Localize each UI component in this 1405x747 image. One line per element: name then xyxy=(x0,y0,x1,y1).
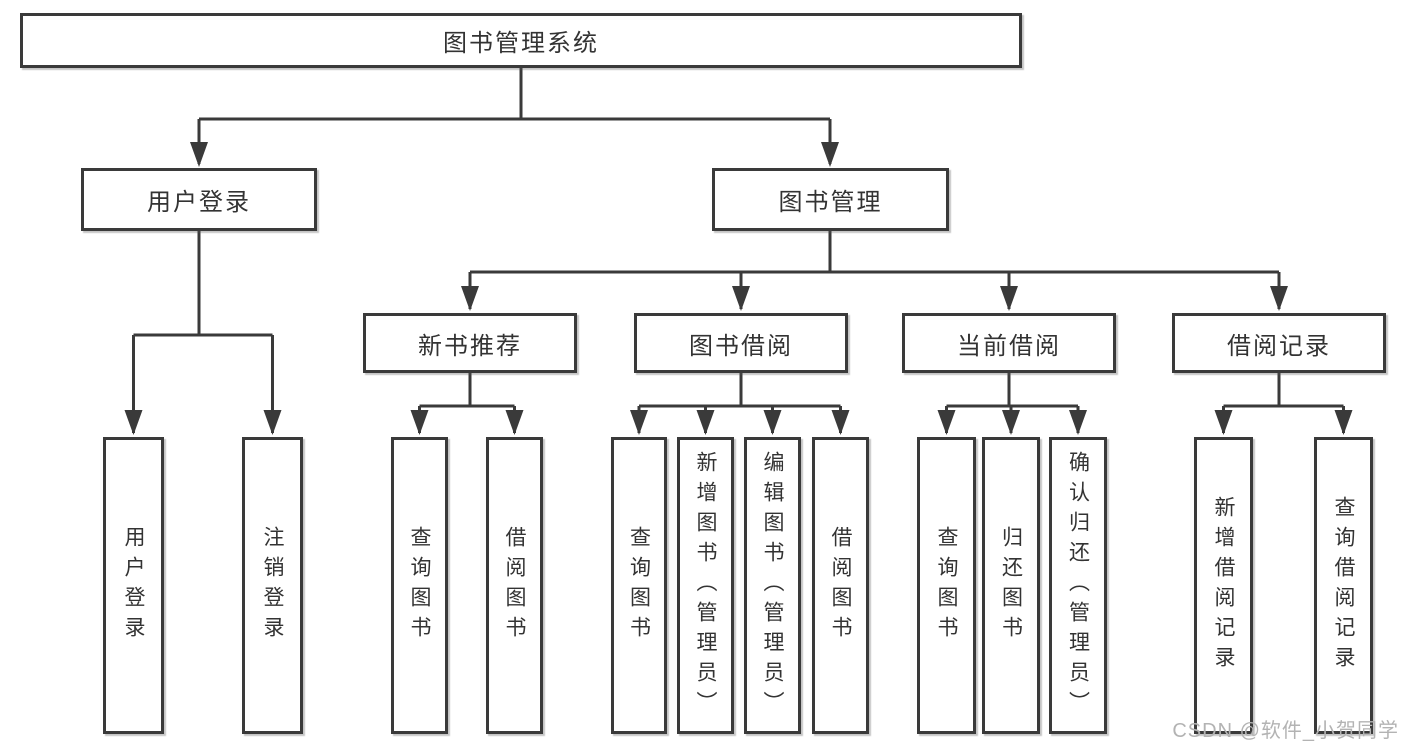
leaf-borrow-books-recommend: 借阅图书 xyxy=(486,437,543,734)
node-label: 新书推荐 xyxy=(418,332,522,360)
node-borrow-records: 借阅记录 xyxy=(1172,313,1386,373)
node-label: 图书管理 xyxy=(778,189,883,216)
arrowheads xyxy=(124,142,1353,435)
node-label: 确认归还（管理员） xyxy=(1066,450,1090,721)
node-label: 查询图书 xyxy=(935,525,958,646)
leaf-query-books-current: 查询图书 xyxy=(917,437,976,734)
node-label: 借阅图书 xyxy=(503,525,526,646)
node-current-borrow: 当前借阅 xyxy=(902,313,1116,373)
leaf-add-book-admin: 新增图书（管理员） xyxy=(677,437,734,734)
node-label: 图书借阅 xyxy=(689,332,793,360)
leaf-add-borrow-record: 新增借阅记录 xyxy=(1194,437,1253,734)
node-label: 借阅图书 xyxy=(829,525,852,646)
node-label: 查询图书 xyxy=(627,525,651,646)
node-new-book-recommend: 新书推荐 xyxy=(363,313,577,373)
leaf-edit-book-admin: 编辑图书（管理员） xyxy=(744,437,801,734)
node-book-borrow: 图书借阅 xyxy=(634,313,848,373)
node-book-management: 图书管理 xyxy=(712,168,949,231)
leaf-user-login: 用户登录 xyxy=(103,437,164,734)
node-label: 新增借阅记录 xyxy=(1212,495,1235,676)
node-user-login: 用户登录 xyxy=(81,168,317,231)
node-label: 编辑图书（管理员） xyxy=(761,450,784,721)
node-label: 归还图书 xyxy=(999,525,1023,646)
leaf-return-book: 归还图书 xyxy=(982,437,1040,734)
node-library-management-system: 图书管理系统 xyxy=(20,13,1022,68)
leaf-query-books-recommend: 查询图书 xyxy=(391,437,448,734)
leaf-query-borrow-record: 查询借阅记录 xyxy=(1314,437,1373,734)
node-label: 查询借阅记录 xyxy=(1332,495,1355,676)
node-label: 借阅记录 xyxy=(1227,332,1331,360)
leaf-logout: 注销登录 xyxy=(242,437,303,734)
node-label: 新增图书（管理员） xyxy=(694,450,717,721)
node-label: 图书管理系统 xyxy=(443,30,599,57)
csdn-watermark: CSDN @软件_小贺同学 xyxy=(1172,720,1399,742)
node-label: 查询图书 xyxy=(408,525,431,646)
node-label: 用户登录 xyxy=(122,525,145,646)
node-label: 当前借阅 xyxy=(957,332,1061,360)
leaf-borrow-books: 借阅图书 xyxy=(812,437,869,734)
leaf-query-books-borrow: 查询图书 xyxy=(611,437,667,734)
node-label: 用户登录 xyxy=(147,189,251,216)
node-label: 注销登录 xyxy=(261,525,284,646)
leaf-confirm-return-admin: 确认归还（管理员） xyxy=(1049,437,1107,734)
